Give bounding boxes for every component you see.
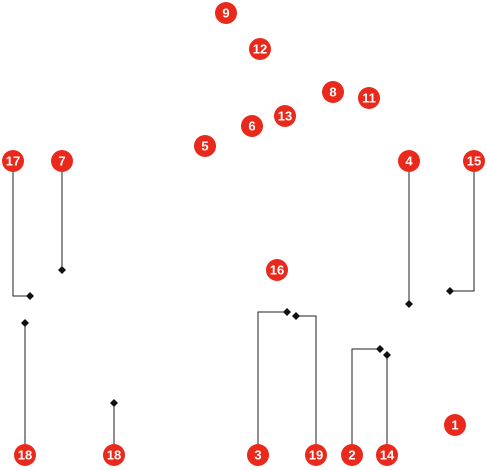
- svg-text:3: 3: [254, 448, 261, 463]
- callout-badge-9: 9: [215, 2, 237, 24]
- diamond-marker: [110, 399, 118, 407]
- svg-text:9: 9: [222, 6, 229, 21]
- svg-text:1: 1: [451, 418, 458, 433]
- callout-badge-2: 2: [341, 444, 363, 466]
- callout-badge-15: 15: [463, 150, 485, 172]
- svg-text:17: 17: [6, 154, 20, 169]
- leader-line-2: [351, 348, 380, 446]
- svg-text:14: 14: [380, 448, 395, 463]
- callout-badge-5: 5: [194, 135, 216, 157]
- diamond-marker: [292, 312, 300, 320]
- callout-badge-7: 7: [51, 150, 73, 172]
- callout-badge-18: 18: [14, 444, 36, 466]
- leader-line-19: [296, 315, 317, 446]
- svg-text:13: 13: [278, 109, 292, 124]
- callout-badge-4: 4: [398, 150, 420, 172]
- callout-badge-12: 12: [249, 38, 271, 60]
- svg-text:16: 16: [270, 263, 284, 278]
- leader-line-17: [12, 169, 30, 297]
- diamond-marker: [446, 287, 454, 295]
- callout-badge-6: 6: [241, 115, 263, 137]
- diamond-marker: [383, 351, 391, 359]
- svg-text:15: 15: [467, 154, 481, 169]
- svg-text:6: 6: [248, 119, 255, 134]
- callout-badge-18: 18: [103, 444, 125, 466]
- svg-text:8: 8: [329, 85, 336, 100]
- leader-line-3: [257, 311, 287, 446]
- callout-badge-14: 14: [376, 444, 398, 466]
- callout-badge-17: 17: [2, 150, 24, 172]
- diamond-marker: [58, 266, 66, 274]
- svg-text:18: 18: [18, 448, 32, 463]
- diamond-marker: [283, 308, 291, 316]
- svg-text:5: 5: [201, 139, 208, 154]
- leader-lines: [12, 169, 475, 446]
- callout-badge-11: 11: [358, 87, 380, 109]
- markers: [21, 266, 454, 407]
- leader-line-15: [450, 169, 475, 292]
- callout-badge-3: 3: [247, 444, 269, 466]
- svg-text:12: 12: [253, 42, 267, 57]
- diamond-marker: [26, 292, 34, 300]
- callout-badge-16: 16: [266, 259, 288, 281]
- callout-badge-13: 13: [274, 105, 296, 127]
- diamond-marker: [405, 300, 413, 308]
- callout-badges: 9 12 8 11 13 6 5 17 7 4 15: [2, 2, 485, 466]
- callout-badge-1: 1: [444, 414, 466, 436]
- svg-text:11: 11: [362, 91, 376, 106]
- svg-text:7: 7: [58, 154, 65, 169]
- callout-badge-19: 19: [305, 444, 327, 466]
- svg-text:4: 4: [405, 154, 413, 169]
- callout-badge-8: 8: [322, 81, 344, 103]
- svg-text:18: 18: [107, 448, 121, 463]
- svg-text:2: 2: [348, 448, 355, 463]
- svg-text:19: 19: [309, 448, 323, 463]
- diamond-marker: [376, 345, 384, 353]
- diamond-marker: [21, 319, 29, 327]
